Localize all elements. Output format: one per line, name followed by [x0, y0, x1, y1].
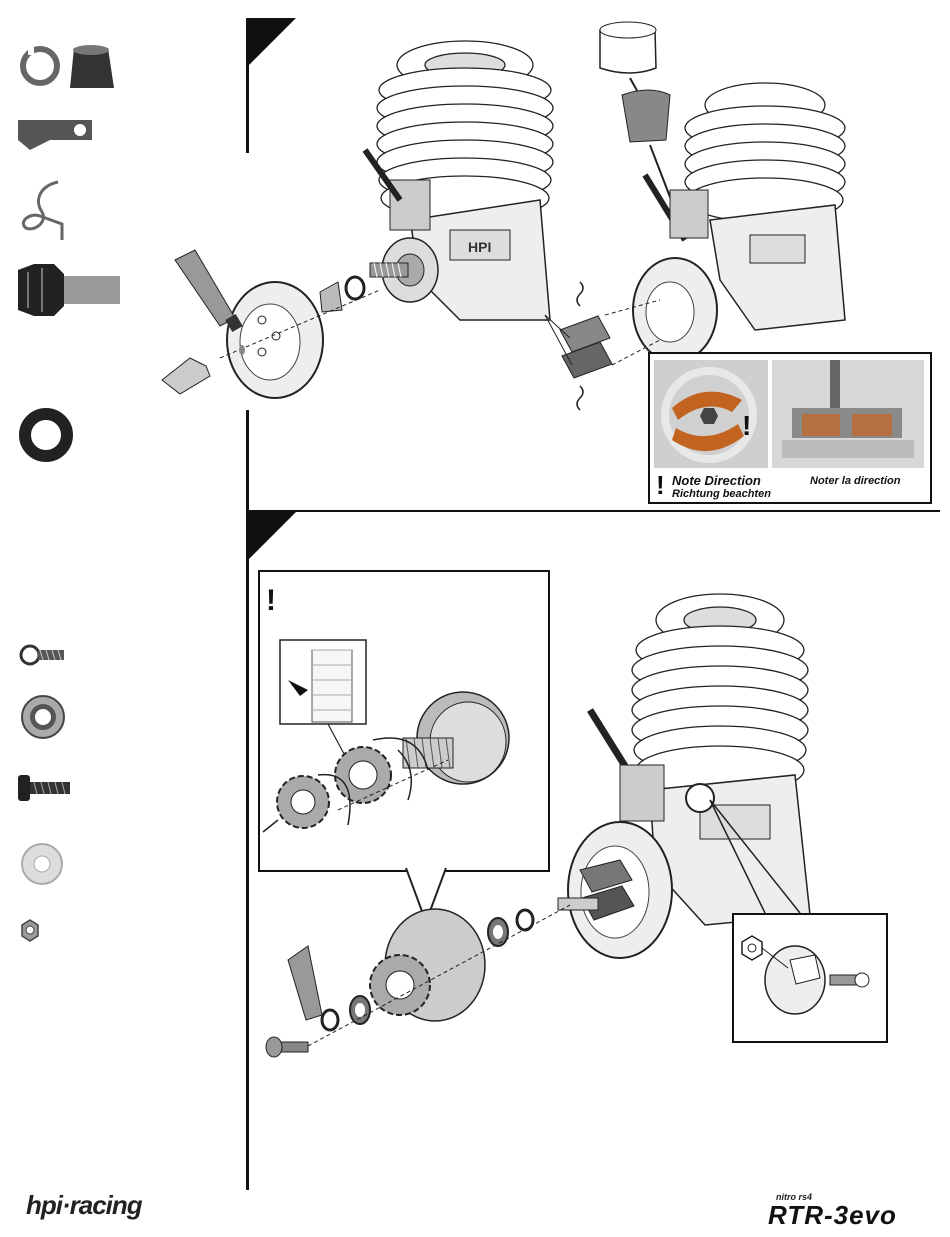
step1-flywheel-diagram: HPI [150, 20, 570, 400]
clutch-photo-side [772, 360, 924, 468]
step2-corner-tab [246, 512, 296, 562]
note-direction-inset: ! ! Note Direction Noter la direction Ri… [648, 352, 932, 504]
rubber-ring-icon [25, 414, 67, 456]
note-direction-french: Noter la direction [810, 475, 900, 487]
clutch-spring-icon [23, 182, 62, 240]
flywheel-tool-icon [18, 264, 120, 316]
washer-icon [22, 844, 62, 884]
note-exclamation-mark: ! [656, 472, 665, 498]
clutch-photo-top: ! [654, 360, 768, 468]
clutch-shoe-icon [18, 120, 92, 150]
rtr-3evo-logo: RTR-3evo [768, 1200, 897, 1231]
note-direction-german: Richtung beachten [672, 488, 771, 500]
clutch-nut-diagram [690, 770, 900, 1050]
hpi-racing-logo: hpi·racing [26, 1190, 142, 1221]
collet-icon [23, 45, 114, 88]
bearing-icon [22, 696, 64, 738]
step-divider [246, 510, 940, 512]
note-direction-label: Note Direction [672, 473, 761, 488]
hex-nut-icon [22, 920, 38, 941]
note-exclamation-icon: ! [742, 410, 751, 441]
screw-icon [18, 775, 70, 801]
ball-stud-icon [21, 646, 64, 664]
engine-brand-label: HPI [468, 239, 491, 255]
